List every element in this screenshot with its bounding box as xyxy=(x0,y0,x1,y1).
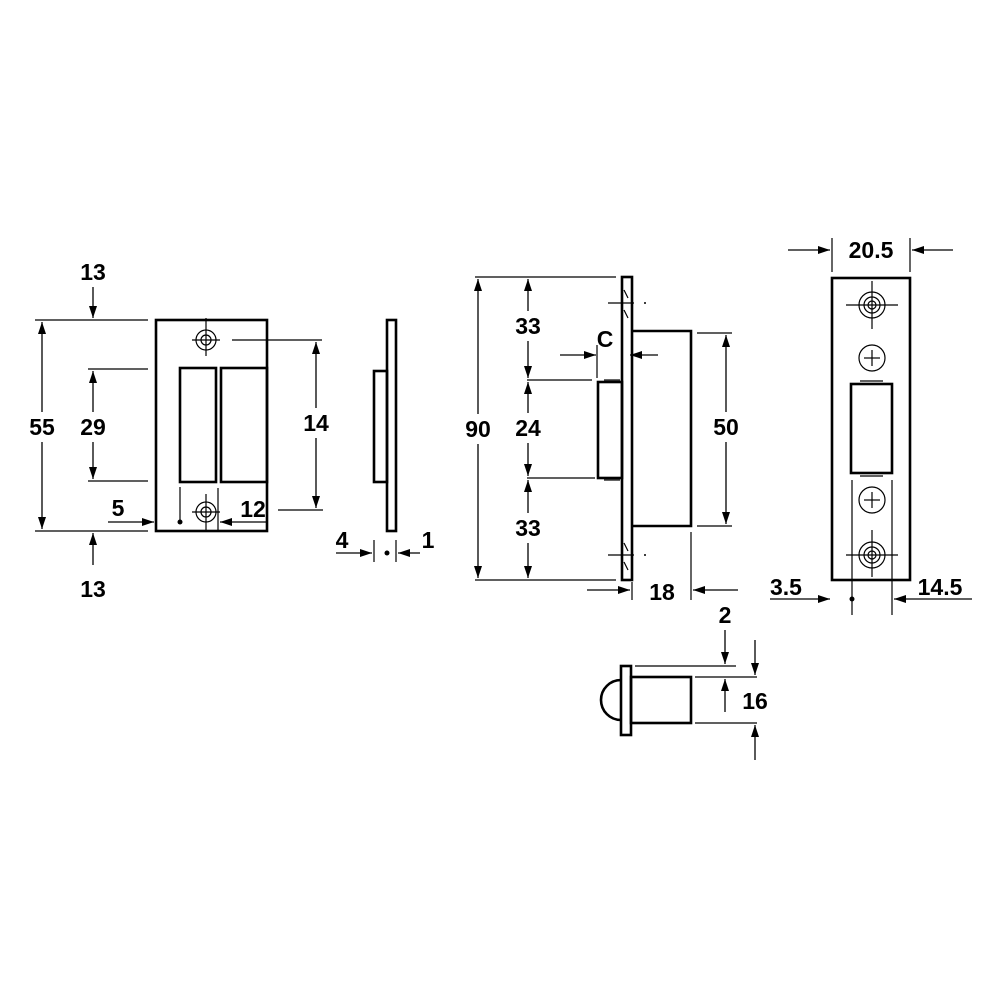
dim-height: 55 xyxy=(29,414,55,440)
screw-head-icon xyxy=(858,344,886,372)
dim-bottom-margin: 13 xyxy=(80,576,106,602)
dim-hole-spacing: 14 xyxy=(303,410,329,436)
screw-hole-icon xyxy=(846,530,898,577)
dim-edge-offset: 5 xyxy=(112,495,125,521)
dim-total-height: 90 xyxy=(465,416,491,442)
dim-depth: 4 xyxy=(336,527,349,553)
dim-lower: 33 xyxy=(515,515,541,541)
dim-top-margin: 13 xyxy=(80,259,106,285)
strike-plate-front-view: 55 13 13 29 14 5 12 xyxy=(24,259,334,602)
dim-flange: 2 xyxy=(719,602,732,628)
screw-hole-icon xyxy=(192,494,220,530)
latch-face-view: 20.5 3.5 14.5 xyxy=(770,237,972,615)
latch-side-view: 90 33 24 33 C 50 18 xyxy=(460,275,746,605)
dim-body-height: 50 xyxy=(713,414,739,440)
dim-middle: 24 xyxy=(515,415,541,441)
roller-detail: 2 16 xyxy=(599,602,768,760)
dim-right-offset: 14.5 xyxy=(918,574,963,600)
screw-hole-icon xyxy=(846,281,898,329)
dim-width: 20.5 xyxy=(849,237,894,263)
screw-hole-icon xyxy=(192,318,220,356)
dim-upper: 33 xyxy=(515,313,541,339)
dim-left-offset: 3.5 xyxy=(770,574,802,600)
strike-plate-side-view: 4 1 xyxy=(336,318,435,562)
dim-hole-offset: 12 xyxy=(240,496,266,522)
dim-slot-height: 29 xyxy=(80,414,106,440)
dim-c: C xyxy=(597,326,614,352)
dim-diameter: 16 xyxy=(742,688,768,714)
dim-thickness: 1 xyxy=(422,527,435,553)
screw-head-icon xyxy=(858,486,886,514)
dim-body-depth: 18 xyxy=(649,579,675,605)
